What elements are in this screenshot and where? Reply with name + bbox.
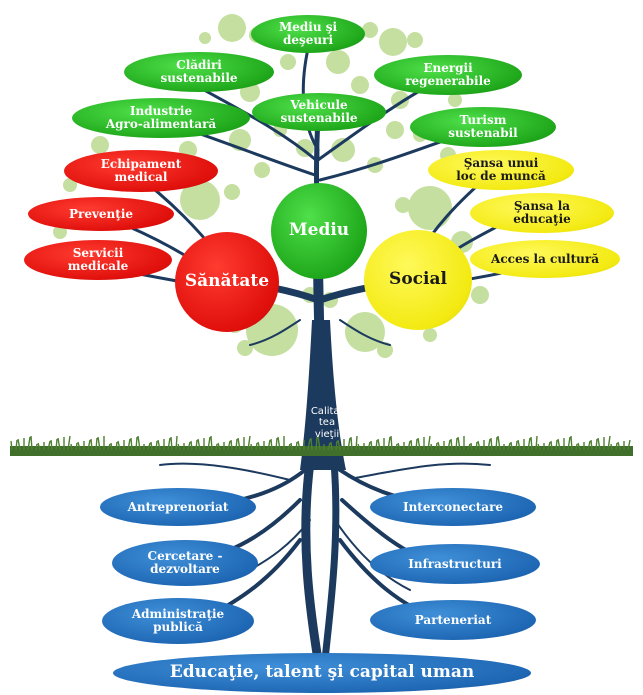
leaf-preventie: Prevenţie (28, 197, 174, 231)
leaf-cladiri-sustenabile: Clădiri sustenabile (124, 52, 274, 92)
leaf-energii-regenerabile: Energii regenerabile (374, 55, 522, 95)
leaf-servicii-medicale: Servicii medicale (24, 240, 172, 280)
trunk (300, 320, 346, 470)
leaf-industrie-agro-alimentara: Industrie Agro-alimentară (72, 98, 250, 138)
foundation-educatie: Educaţie, talent şi capital uman (113, 653, 531, 693)
leaf-acces-la-cultura: Acces la cultură (470, 240, 620, 278)
root-administratie-publica: Administraţie publică (102, 598, 254, 644)
pillar-social: Social (364, 230, 472, 330)
root-cercetare-dezvoltare: Cercetare - dezvoltare (112, 540, 258, 586)
root-parteneriat: Parteneriat (370, 600, 536, 640)
root-antreprenoriat: Antreprenoriat (100, 488, 256, 526)
root-interconectare: Interconectare (370, 488, 536, 526)
root-infrastructuri: Infrastructuri (370, 544, 540, 584)
leaf-sansa-loc-de-munca: Şansa unui loc de muncă (428, 150, 574, 190)
calitatea-vietii-label: Calita- tea vieţii (310, 405, 344, 440)
leaf-sansa-la-educatie: Şansa la educaţie (470, 193, 614, 233)
leaf-turism-sustenabil: Turism sustenabil (410, 107, 556, 147)
leaf-echipament-medical: Echipament medical (64, 150, 218, 192)
grass (10, 435, 633, 456)
leaf-vehicule-sustenabile: Vehicule sustenabile (252, 93, 386, 131)
pillar-sanatate: Sănătate (175, 232, 279, 332)
leaf-mediu-si-deseuri: Mediu şi deşeuri (251, 15, 365, 53)
pillar-mediu: Mediu (271, 183, 367, 279)
